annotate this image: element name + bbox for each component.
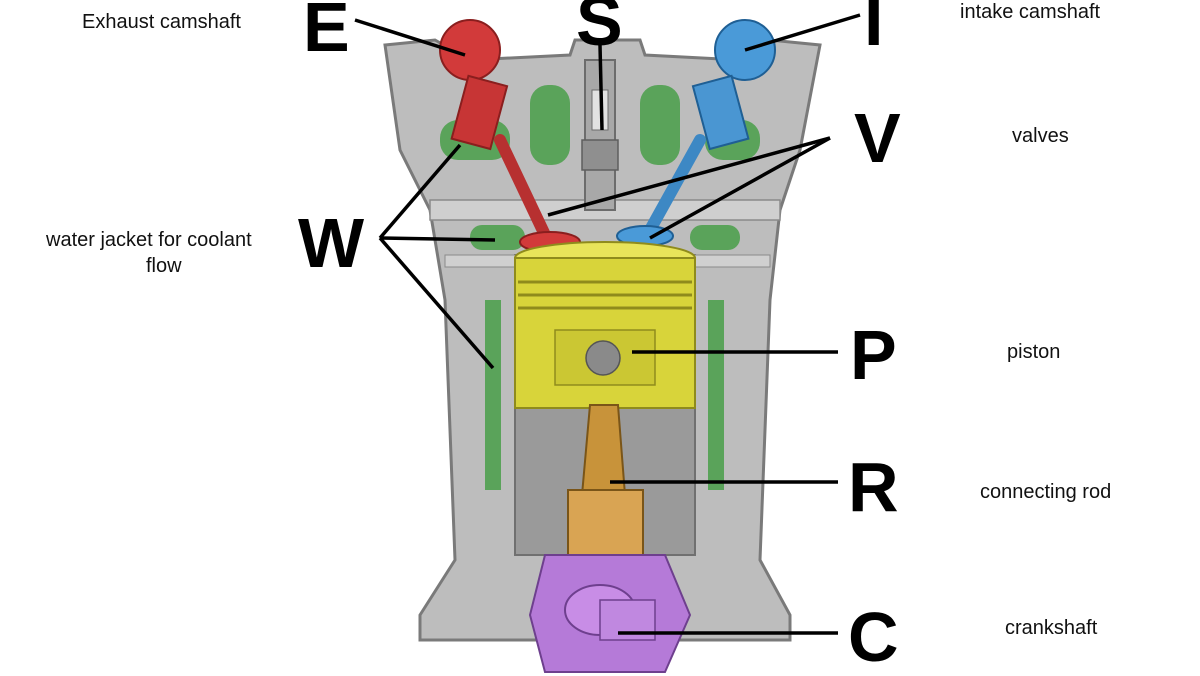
label-letter-c: C bbox=[848, 598, 899, 676]
label-letter-i: I bbox=[864, 0, 884, 60]
label-letter-p: P bbox=[850, 316, 897, 394]
intake-camshaft-label: intake camshaft bbox=[960, 1, 1101, 23]
connecting-rod bbox=[567, 404, 644, 556]
water-jacket-label-line2: flow bbox=[146, 255, 182, 277]
leader-lines bbox=[354, 13, 861, 635]
crankshaft bbox=[528, 554, 692, 673]
connecting-rod-label: connecting rod bbox=[980, 481, 1112, 503]
label-letter-v: V bbox=[854, 99, 901, 177]
label-letter-r: R bbox=[848, 448, 899, 526]
valves-label: valves bbox=[1012, 125, 1069, 147]
crankshaft-label: crankshaft bbox=[1005, 617, 1098, 639]
label-letter-w: W bbox=[298, 204, 365, 282]
piston bbox=[514, 241, 696, 409]
water-jacket-label-line1: water jacket for coolant bbox=[46, 229, 252, 251]
label-letter-e: E bbox=[303, 0, 350, 66]
label-letter-s: S bbox=[576, 0, 623, 60]
piston-label: piston bbox=[1007, 341, 1061, 363]
exhaust-camshaft-label: Exhaust camshaft bbox=[82, 11, 241, 33]
exhaust-camshaft bbox=[439, 19, 581, 253]
